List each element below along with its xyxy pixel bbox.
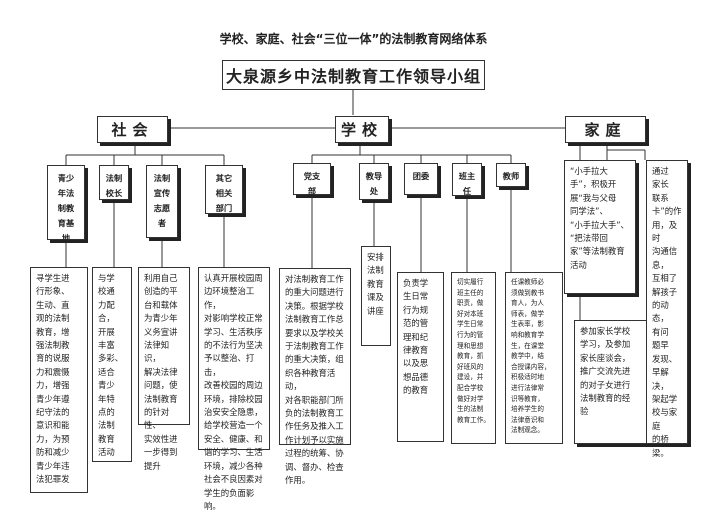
school-description-party-branch: 对法制教育工作 的重大问题进行 决策。根据学校 法制教育工作总 要求以及学校关 … <box>279 268 351 485</box>
school-category-academic-office: 教导 处 <box>359 163 389 200</box>
leadership-group-box: 大泉源乡中法制教育工作领导小组 <box>222 60 485 90</box>
society-description-youth-base: 寻学生进 行形象、 生动、直 观的法制 教育，增 强法制教 育的说服 力和震慑 … <box>30 267 88 493</box>
society-description-legal-principal: 与学 校通 力配 合， 开展 丰富 多彩、 适合 青少 年特 点的 法制 教育 … <box>92 267 132 462</box>
family-box: 家庭 <box>565 116 646 143</box>
society-description-other-departments: 认真开展校园周 边环境整治工作， 对影响学校正常 学习、生活秩序 的不法行为坚决… <box>198 267 270 511</box>
society-description-volunteers: 利用自己 创造的平 台和载体 为青少年 义务宣讲 法律知识， 解决法律 问题，使… <box>138 267 190 471</box>
society-category-volunteers: 法制 宣传 志愿 者 <box>146 165 178 238</box>
school-category-class-teacher: 班主 任 <box>452 163 482 196</box>
page-title: 学校、家庭、社会“三位一体”的法制教育网络体系 <box>219 32 488 46</box>
school-description-teachers: 任课教师必 须做到教书 育人，为人 师表，做学 生表率，影 响和教育学 生，在课… <box>505 272 563 444</box>
family-description-activities: “小手拉大 手”，积极开 展“我与父母 同学法”、 “小手拉大手”、 “把法带回… <box>564 160 636 294</box>
society-category-youth-base: 青少 年法 制教 育基 地 <box>47 165 85 243</box>
school-category-teachers: 教师 <box>496 163 526 187</box>
society-category-legal-principal: 法制 校长 <box>99 165 129 200</box>
society-box: 社会 <box>97 116 168 143</box>
school-description-class-teacher: 切实履行 班主任的 职责，做 好对本班 学生日常 行为的管 理和思想 教育，抓 … <box>451 272 496 444</box>
school-category-youth-league: 团委 <box>404 163 438 195</box>
school-category-party-branch: 党支 部 <box>293 163 331 196</box>
family-description-contact-card: 通过 家长 联系 卡”的作 用，及时 沟通信息， 互相了 解孩子 的动态， 有问… <box>646 160 688 458</box>
school-description-youth-league: 负责学 生日常 行为规 范的管 理和纪 律教育 以及思 想品德 的教育 <box>397 272 444 442</box>
school-description-academic-office: 安排 法制 教育 课及 讲座 <box>361 246 391 346</box>
school-box: 学校 <box>335 116 389 143</box>
society-category-other-departments: 其它 相关 部门 <box>205 165 243 214</box>
